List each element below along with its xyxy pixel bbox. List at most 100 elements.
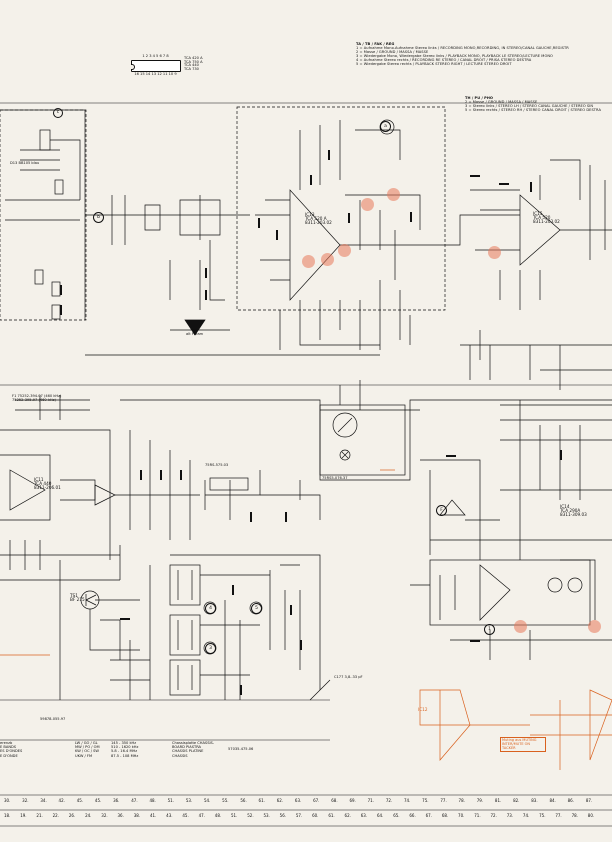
band-range: 510 - 1620 kHz bbox=[111, 745, 139, 750]
tuner-shield-left bbox=[0, 109, 87, 321]
reference-number: 53. bbox=[263, 813, 270, 818]
node-marker: c bbox=[53, 108, 63, 118]
reference-number: 36. bbox=[117, 813, 124, 818]
band-code: MW / PO / OM bbox=[75, 745, 100, 750]
reference-number: 48. bbox=[214, 813, 222, 818]
ic-type: TCA 290A bbox=[560, 508, 581, 514]
reference-number: 64. bbox=[376, 813, 384, 818]
reference-number: 78. bbox=[571, 813, 578, 818]
ic-type: TCA 750 A bbox=[184, 59, 203, 64]
reference-number: 77. bbox=[440, 798, 447, 803]
highlight-dot bbox=[387, 188, 400, 201]
highlight-dot bbox=[488, 246, 501, 259]
reference-number: 51. bbox=[167, 798, 174, 803]
reference-number: 61. bbox=[258, 798, 265, 803]
reference-number: 19. bbox=[20, 813, 27, 818]
node-marker: 4 bbox=[205, 603, 216, 614]
band-code: LW / GO / GL bbox=[75, 741, 98, 745]
ic-type: TCA 420 A bbox=[184, 56, 203, 60]
connector-legend: TA / TB / FAK / REG 1 = Aufnahme Mono.Au… bbox=[356, 42, 612, 66]
reference-number: 78. bbox=[458, 798, 465, 803]
tuning-meter-symbol bbox=[332, 412, 358, 438]
reference-number: 21. bbox=[36, 813, 43, 818]
reference-number: 68. bbox=[441, 813, 449, 818]
reference-number: 30. bbox=[4, 798, 11, 803]
ic-code: 8311-206.01 bbox=[34, 485, 61, 491]
band-code: UKW / FM bbox=[75, 753, 93, 758]
reference-number: 71. bbox=[367, 798, 374, 803]
reference-number: 51. bbox=[231, 813, 238, 818]
legend-line: 4 = Aufnahme Stereo rechts / RECORDING R… bbox=[356, 58, 532, 62]
reference-number: 53. bbox=[185, 798, 193, 803]
ic12-label: IC12 bbox=[418, 707, 428, 712]
reference-number: 26. bbox=[68, 813, 76, 818]
reference-number: 36. bbox=[113, 798, 120, 803]
ic-type-list: TCA 420 A TCA 750 A TCA 440 TCA 730 bbox=[184, 56, 203, 71]
muting-note: Muting aus MUTING INTER/MUTE ON TACKER bbox=[500, 737, 546, 752]
reference-number: 87. bbox=[585, 798, 593, 803]
reference-number: 18. bbox=[4, 813, 11, 818]
reference-number: 84. bbox=[549, 798, 556, 803]
reference-number: 77. bbox=[555, 813, 562, 818]
ic-type: TCA 520 bbox=[533, 215, 551, 221]
chassis-code: 57035-475.06 bbox=[228, 747, 254, 751]
band-caption: E BANDS bbox=[0, 745, 17, 750]
pu-note: alt Pream bbox=[186, 332, 204, 336]
reference-number: 72. bbox=[385, 798, 393, 803]
legend-line: 2 = Masse / GROUND / MASSA / MASSE bbox=[356, 50, 429, 54]
reference-number: 62. bbox=[344, 813, 351, 818]
ic-code: 8311-203.02 bbox=[305, 220, 332, 226]
reference-row-1: 30.32.34.42.45.45.36.47.48.51.53.54.55.5… bbox=[0, 798, 612, 809]
reference-number: 61. bbox=[328, 813, 335, 818]
legend-header: TH / PU / PHO bbox=[465, 96, 493, 100]
highlight-dot bbox=[338, 244, 351, 257]
highlight-dot bbox=[588, 620, 601, 633]
ic-code: 8311-203.02 bbox=[533, 219, 560, 225]
reference-number: 67. bbox=[425, 813, 432, 818]
reference-number: 22. bbox=[52, 813, 60, 818]
ic-pins-top: 1 2 3 4 5 6 7 8 bbox=[142, 54, 169, 58]
reference-number: 43. bbox=[166, 813, 173, 818]
reference-number: 54. bbox=[204, 798, 211, 803]
reference-number: 45. bbox=[94, 798, 102, 803]
reference-number: 52. bbox=[247, 813, 254, 818]
f1-code: 75252-395.97 (460 kHz) bbox=[12, 397, 56, 402]
reference-number: 38. bbox=[133, 813, 141, 818]
wave-band-labels: erenzb E BANDS ES D'ONDES E D'ONDE bbox=[0, 741, 22, 758]
ic-ref: IC13 bbox=[305, 212, 315, 217]
ic15-label: IC15 TCA 520 8311-203.02 bbox=[533, 211, 560, 225]
reference-number: 45. bbox=[182, 813, 189, 818]
reference-number: 45. bbox=[76, 798, 84, 803]
reference-number: 67. bbox=[313, 798, 320, 803]
reference-number: 65. bbox=[393, 813, 400, 818]
band-range: 145 - 350 kHz bbox=[111, 741, 137, 745]
reference-number: 55. bbox=[222, 798, 229, 803]
ic-ref: IC14 bbox=[560, 504, 570, 509]
reference-number: 69. bbox=[349, 798, 356, 803]
node-marker: 3 bbox=[205, 643, 216, 654]
reference-number: 56. bbox=[279, 813, 287, 818]
highlight-dot bbox=[514, 620, 527, 633]
tr1-label: 75RS-575.03 bbox=[205, 463, 229, 467]
audio-preamp-shield bbox=[236, 106, 446, 311]
band-range: 87.5 - 108 MHz bbox=[111, 753, 139, 758]
reference-number: 63. bbox=[360, 813, 368, 818]
ic14-label: IC14 TCA 290A 8311-309.03 bbox=[560, 504, 587, 518]
reference-number: 72. bbox=[490, 813, 497, 818]
node-marker: F bbox=[436, 505, 447, 516]
reference-number: 71. bbox=[474, 813, 481, 818]
reference-number: 73. bbox=[506, 813, 514, 818]
ts-type: BF 215 bbox=[70, 597, 85, 603]
reference-number: 63. bbox=[294, 798, 302, 803]
reference-number: 60. bbox=[312, 813, 319, 818]
reference-number: 80. bbox=[587, 813, 595, 818]
reference-number: 68. bbox=[331, 798, 338, 803]
ic-type: TCA 520 A bbox=[305, 216, 327, 222]
band-caption: ES D'ONDES bbox=[0, 749, 23, 754]
ic-ref: IC15 bbox=[533, 211, 543, 216]
band-code: KW / OC / SW bbox=[75, 749, 99, 754]
band-row: LW / GO / GL 145 - 350 kHz bbox=[75, 741, 138, 745]
wave-band-table: LW / GO / GL 145 - 350 kHz MW / PO / OM 51… bbox=[75, 741, 138, 758]
legend-line: 5 = Wiedergabe Stereo rechts / PLAYBACK … bbox=[356, 62, 512, 66]
